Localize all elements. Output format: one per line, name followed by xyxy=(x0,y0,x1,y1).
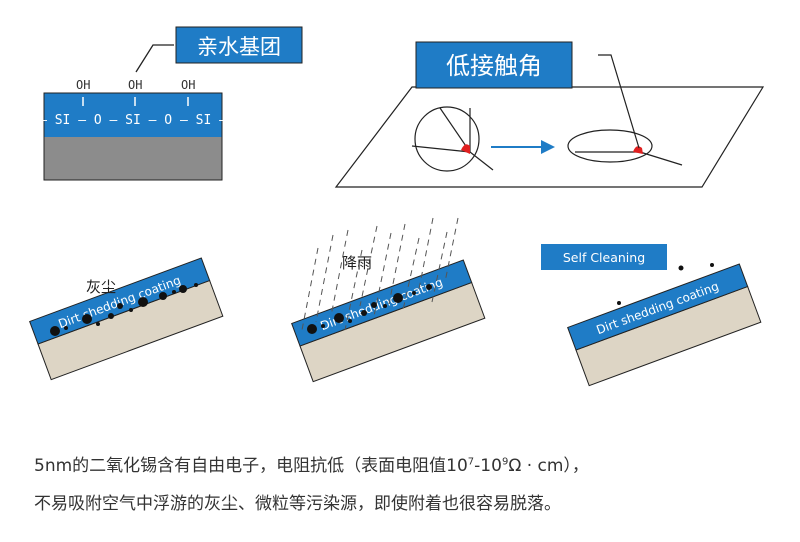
leader-line xyxy=(135,44,174,73)
description-text-c: Ω · cm）， xyxy=(508,456,589,476)
arrow-head-icon xyxy=(541,140,555,154)
rain-coating-layer xyxy=(291,259,473,347)
description-text-a: 5nm的二氧化锡含有自由电子，电阻抗低（表面电阻值10 xyxy=(34,456,468,476)
surface-plane xyxy=(334,86,765,188)
substrate-layer xyxy=(44,137,222,180)
siloxane-chain: – SI – O – SI – O – SI – xyxy=(39,113,227,128)
description-line-2: 不易吸附空气中浮游的灰尘、微粒等污染源，即使附着也很容易脱落。 xyxy=(34,494,561,514)
contact-angle-panel: 低接触角 xyxy=(334,41,765,188)
exponent-7: 7 xyxy=(467,456,475,468)
selfclean-label-box xyxy=(541,244,667,270)
oh-label-3: OH xyxy=(181,78,195,92)
hydrophilic-panel: OH OH OH – SI – O – SI – O – SI – 亲水基团 xyxy=(39,26,303,181)
dust-particles xyxy=(50,283,198,336)
silicon-oxide-layer xyxy=(44,93,222,137)
contact-angle-label-box xyxy=(415,41,573,89)
remaining-particles xyxy=(617,263,714,305)
clean-coating-layer xyxy=(567,263,749,351)
rain-label: 降雨 xyxy=(342,254,372,272)
dust-coating-layer xyxy=(29,257,211,345)
dust-panel: Dirt shedding coating 灰尘 xyxy=(29,257,224,381)
droplet-high-angle xyxy=(414,106,480,172)
rain-streaks xyxy=(301,217,459,331)
contact-angle-label: 低接触角 xyxy=(446,52,542,80)
angle-leader-line xyxy=(598,54,640,149)
hydrophilic-label: 亲水基团 xyxy=(197,35,281,59)
rain-dust-particles xyxy=(307,284,432,334)
hydrophilic-label-box xyxy=(175,26,303,64)
exponent-9: 9 xyxy=(501,456,509,468)
droplet-low-angle xyxy=(567,129,653,163)
contact-point-2 xyxy=(633,146,643,154)
oh-label-2: OH xyxy=(128,78,142,92)
selfclean-panel: Dirt shedding coating Self Cleaning xyxy=(541,244,762,387)
rain-panel: Dirt shedding coating 降雨 xyxy=(291,217,486,383)
dust-label: 灰尘 xyxy=(86,278,116,296)
description-text-b: -10 xyxy=(474,456,502,476)
contact-point-1 xyxy=(461,144,470,154)
oh-label-1: OH xyxy=(76,78,90,92)
description-line-1: 5nm的二氧化锡含有自由电子，电阻抗低（表面电阻值107-109Ω · cm）， xyxy=(34,451,784,476)
selfclean-label: Self Cleaning xyxy=(563,250,645,265)
